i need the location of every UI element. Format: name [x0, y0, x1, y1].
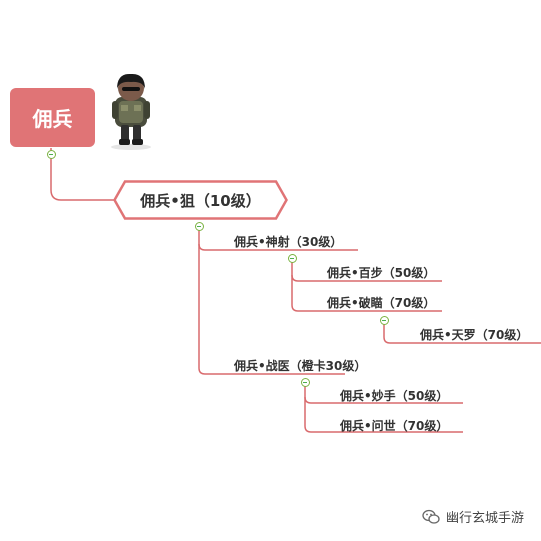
collapse-toggle-icon[interactable]	[194, 221, 204, 231]
branch-node[interactable]: 佣兵•妙手（50级）	[340, 387, 448, 404]
collapse-toggle-icon[interactable]	[300, 377, 310, 387]
watermark: 幽行玄城手游	[422, 507, 524, 526]
branch-node-label: 佣兵•战医（橙卡30级）	[234, 359, 367, 373]
root-node-label: 佣兵	[32, 107, 73, 131]
branch-node[interactable]: 佣兵•战医（橙卡30级）	[234, 357, 366, 374]
branch-node[interactable]: 佣兵•神射（30级）	[234, 233, 342, 250]
root-node[interactable]: 佣兵	[10, 88, 95, 147]
branch-node-label: 佣兵•问世（70级）	[340, 419, 449, 433]
collapse-toggle-icon[interactable]	[379, 315, 389, 325]
branch-node[interactable]: 佣兵•问世（70级）	[340, 417, 448, 434]
branch-node[interactable]: 佣兵•破瞄（70级）	[327, 294, 435, 311]
watermark-text: 幽行玄城手游	[446, 511, 525, 526]
soldier-character-icon	[111, 73, 151, 150]
branch-node-label: 佣兵•百步（50级）	[327, 266, 436, 280]
branch-node[interactable]: 佣兵•百步（50级）	[327, 264, 435, 281]
level1-node-label: 佣兵•狙（10级）	[140, 191, 261, 210]
branch-node-label: 佣兵•天罗（70级）	[420, 328, 529, 342]
branch-node-label: 佣兵•神射（30级）	[234, 235, 343, 249]
collapse-toggle-icon[interactable]	[46, 149, 56, 159]
level1-node[interactable]: 佣兵•狙（10级）	[113, 180, 288, 220]
wechat-icon	[422, 509, 440, 524]
branch-node[interactable]: 佣兵•天罗（70级）	[420, 326, 528, 343]
branch-node-label: 佣兵•破瞄（70级）	[327, 296, 436, 310]
branch-node-label: 佣兵•妙手（50级）	[340, 389, 449, 403]
collapse-toggle-icon[interactable]	[287, 253, 297, 263]
hexagon-shape	[113, 180, 288, 220]
